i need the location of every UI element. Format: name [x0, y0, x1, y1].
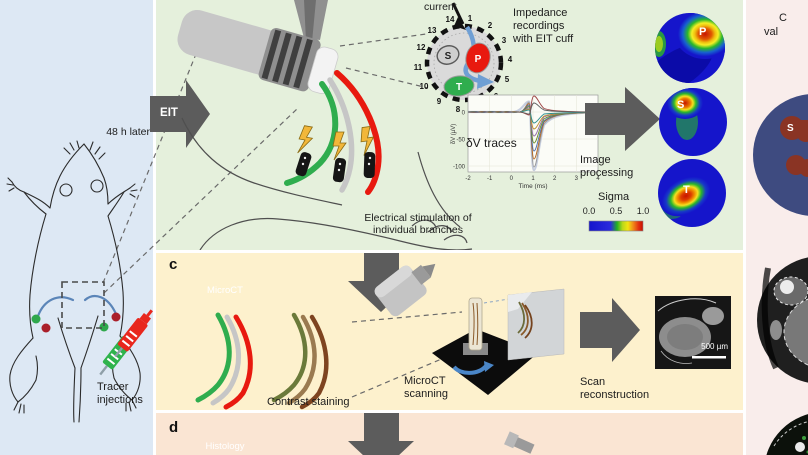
stained-nerve-branches	[271, 312, 329, 410]
svg-text:8: 8	[456, 105, 461, 114]
svg-text:-1: -1	[487, 176, 493, 182]
injected-current-label: current	[424, 1, 457, 13]
panel-d-histology	[156, 413, 743, 455]
panel-c-microct	[156, 253, 743, 410]
recon-image-t	[658, 159, 726, 227]
detector-screen	[507, 288, 565, 361]
scale-bar-label: 500 µm	[701, 342, 728, 351]
sigma-label: Sigma	[598, 191, 630, 203]
panel-d-art	[348, 413, 535, 455]
cuff-cross-section: S P T 1 2 3 4 5 6 7 8 9 10 11 12 13 14	[414, 2, 513, 114]
sigma-tick-2: 1.0	[636, 206, 650, 216]
ct-slice-image	[655, 296, 731, 369]
recon-t-label: T	[683, 184, 690, 196]
time-label: 48 h later	[106, 126, 150, 138]
svg-text:2: 2	[488, 21, 493, 30]
tracer-injections-label: Tracer injections	[97, 381, 143, 406]
microct-arrow-label: MicroCT	[207, 285, 243, 296]
svg-text:-100: -100	[453, 165, 466, 171]
nerve-branches	[284, 70, 382, 195]
recon-p-label: P	[699, 26, 707, 38]
magnification-dashed-lines	[102, 33, 463, 398]
eit-cuff-device	[177, 9, 339, 94]
panel-c-label: c	[169, 256, 178, 273]
svg-text:0: 0	[510, 176, 514, 182]
impedance-recordings-label: Impedance recordings with EIT cuff	[513, 7, 574, 45]
eit-arrow-icon	[150, 80, 210, 148]
sigma-tick-1: 0.5	[609, 206, 623, 216]
dv-traces-label: δV traces	[466, 136, 517, 150]
sample-tube	[463, 297, 488, 355]
panel-c-art	[195, 253, 731, 410]
svg-text:5: 5	[505, 75, 510, 84]
microct-scanning-label: MicroCT scanning	[404, 375, 449, 400]
microtome-icon	[504, 431, 535, 454]
scan-reconstruction-arrow-icon	[580, 298, 640, 362]
svg-text:1: 1	[531, 176, 535, 182]
lightning-bolt-icons	[297, 125, 375, 161]
svg-text:9: 9	[437, 97, 442, 106]
svg-text:10: 10	[420, 82, 429, 91]
scale-bar-line	[692, 356, 726, 359]
fascicle-p-label: P	[475, 54, 482, 65]
svg-text:3: 3	[575, 176, 579, 182]
svg-text:12: 12	[417, 43, 426, 52]
stimulation-clips	[295, 151, 376, 183]
svg-text:4: 4	[508, 55, 513, 64]
image-processing-label: Image processing	[580, 154, 634, 179]
histology-validation-circle	[766, 414, 808, 455]
plot-xlabel: Time (ms)	[518, 183, 547, 190]
microct-arrow-icon	[348, 253, 414, 312]
svg-text:4: 4	[596, 176, 600, 182]
contrast-staining-label: Contrast staining	[267, 396, 350, 408]
panel-d-label: d	[169, 419, 179, 436]
sigma-colorbar	[588, 220, 644, 232]
validation-blob-label: S	[787, 123, 794, 134]
svg-text:3: 3	[502, 36, 507, 45]
excised-nerve-branches	[195, 312, 253, 410]
svg-text:-50: -50	[456, 138, 465, 144]
electrical-stimulation-label: Electrical stimulation of individual bra…	[364, 212, 472, 237]
contrast-dropper-icon	[374, 263, 436, 317]
recon-validation-circle	[753, 94, 808, 216]
validation-title-line1: C	[779, 12, 787, 24]
limb-sketch	[181, 117, 473, 250]
histology-arrow-icon	[348, 413, 414, 455]
panel-tracer-injection	[0, 0, 153, 455]
dv-traces-plot: 0 -50 -100 -2 -1 0 1 2 3 4 Time (ms) δV …	[451, 94, 600, 190]
svg-text:0: 0	[462, 111, 466, 117]
scan-reconstruction-label: Scan reconstruction	[580, 376, 650, 401]
svg-text:-2: -2	[465, 176, 471, 182]
nerve-lines	[36, 295, 118, 318]
histology-arrow-label: Histology	[205, 441, 245, 452]
validation-title-line2: val	[764, 26, 779, 38]
rotation-arrow-icon	[452, 364, 488, 375]
cuff-cable-shadow	[304, 0, 316, 42]
injected-current-arrow	[451, 2, 465, 25]
plot-ylabel: δV (µV)	[451, 124, 457, 144]
svg-text:14: 14	[446, 15, 455, 24]
recon-image-s	[659, 88, 727, 156]
rat-illustration	[6, 140, 153, 423]
ct-validation-circle	[757, 257, 808, 383]
image-processing-arrow-icon	[585, 87, 660, 151]
svg-text:13: 13	[428, 26, 437, 35]
panel-b-art: S P T 1 2 3 4 5 6 7 8 9 10 11 12 13 14	[177, 0, 727, 250]
svg-text:1: 1	[468, 14, 473, 23]
eit-arrow-label: EIT	[160, 107, 178, 119]
tracer-dots	[31, 312, 121, 333]
magnified-region-box	[61, 281, 105, 329]
recon-s-label: S	[677, 99, 685, 111]
fascicle-s-label: S	[445, 51, 452, 62]
validation-panel-art	[753, 94, 808, 455]
sigma-tick-0: 0.0	[582, 206, 596, 216]
fascicle-t-label: T	[456, 82, 462, 93]
plot-axis-ticks: 0 -50 -100 -2 -1 0 1 2 3 4	[453, 111, 600, 183]
svg-text:11: 11	[414, 63, 423, 72]
rotation-arrowhead	[484, 361, 494, 372]
svg-text:2: 2	[553, 176, 557, 182]
red-syringe-icon	[114, 309, 153, 358]
